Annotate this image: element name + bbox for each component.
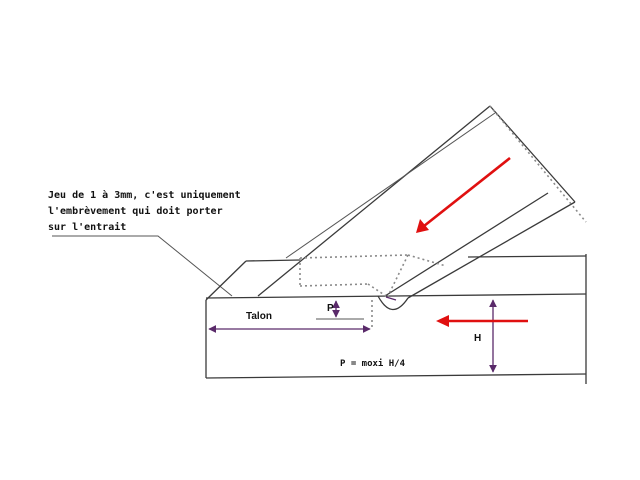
p-detail-tick (385, 296, 397, 301)
rafter (257, 105, 587, 311)
notch-hidden-lines (299, 254, 447, 330)
clearance-note-line-1: Jeu de 1 à 3mm, c'est uniquement (48, 190, 241, 201)
tie-beam (205, 254, 587, 384)
beam-reaction-arrow (436, 315, 528, 327)
talon-label: Talon (246, 311, 272, 322)
h-label: H (474, 333, 481, 344)
depth-formula: P = moxi H/4 (340, 358, 406, 369)
clearance-note-line-3: sur l'entrait (48, 222, 127, 233)
rafter-thrust-arrow (416, 156, 511, 233)
clearance-note: Jeu de 1 à 3mm, c'est uniquement l'embrè… (48, 188, 241, 236)
clearance-note-line-2: l'embrèvement qui doit porter (48, 206, 223, 217)
p-label: P (327, 303, 334, 314)
note-leader-line (52, 235, 233, 297)
